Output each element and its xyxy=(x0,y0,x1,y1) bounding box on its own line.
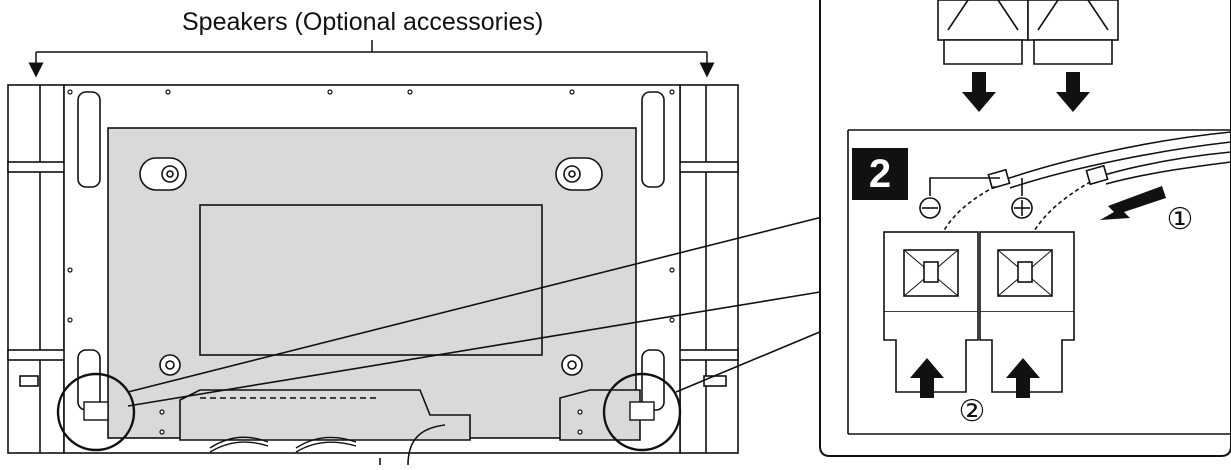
cable-ties xyxy=(209,436,357,453)
display-back-panel xyxy=(63,84,681,454)
inset-up-arrows xyxy=(910,358,1040,398)
polarity-marks xyxy=(919,177,1033,219)
callout-lines xyxy=(127,213,835,407)
hanging-holes xyxy=(139,157,603,376)
caption-bracket xyxy=(28,40,715,78)
terminal-magnifier-left xyxy=(56,372,136,452)
left-speaker xyxy=(7,84,99,454)
inset-top-terminals xyxy=(937,0,1119,65)
insert-arrow xyxy=(1100,186,1166,220)
terminal-magnifier-right xyxy=(602,372,682,452)
speaker-wires xyxy=(931,131,1231,263)
callout-two-label: ② xyxy=(958,394,986,429)
screw-dots xyxy=(67,89,675,435)
caption-speakers: Speakers (Optional accessories) xyxy=(182,8,544,36)
inset-bottom-terminals xyxy=(883,231,1075,393)
power-cable xyxy=(379,424,446,466)
step-badge: 2 xyxy=(852,148,908,200)
inset-down-arrows xyxy=(962,72,1090,112)
callout-one-label: ① xyxy=(1166,202,1194,237)
